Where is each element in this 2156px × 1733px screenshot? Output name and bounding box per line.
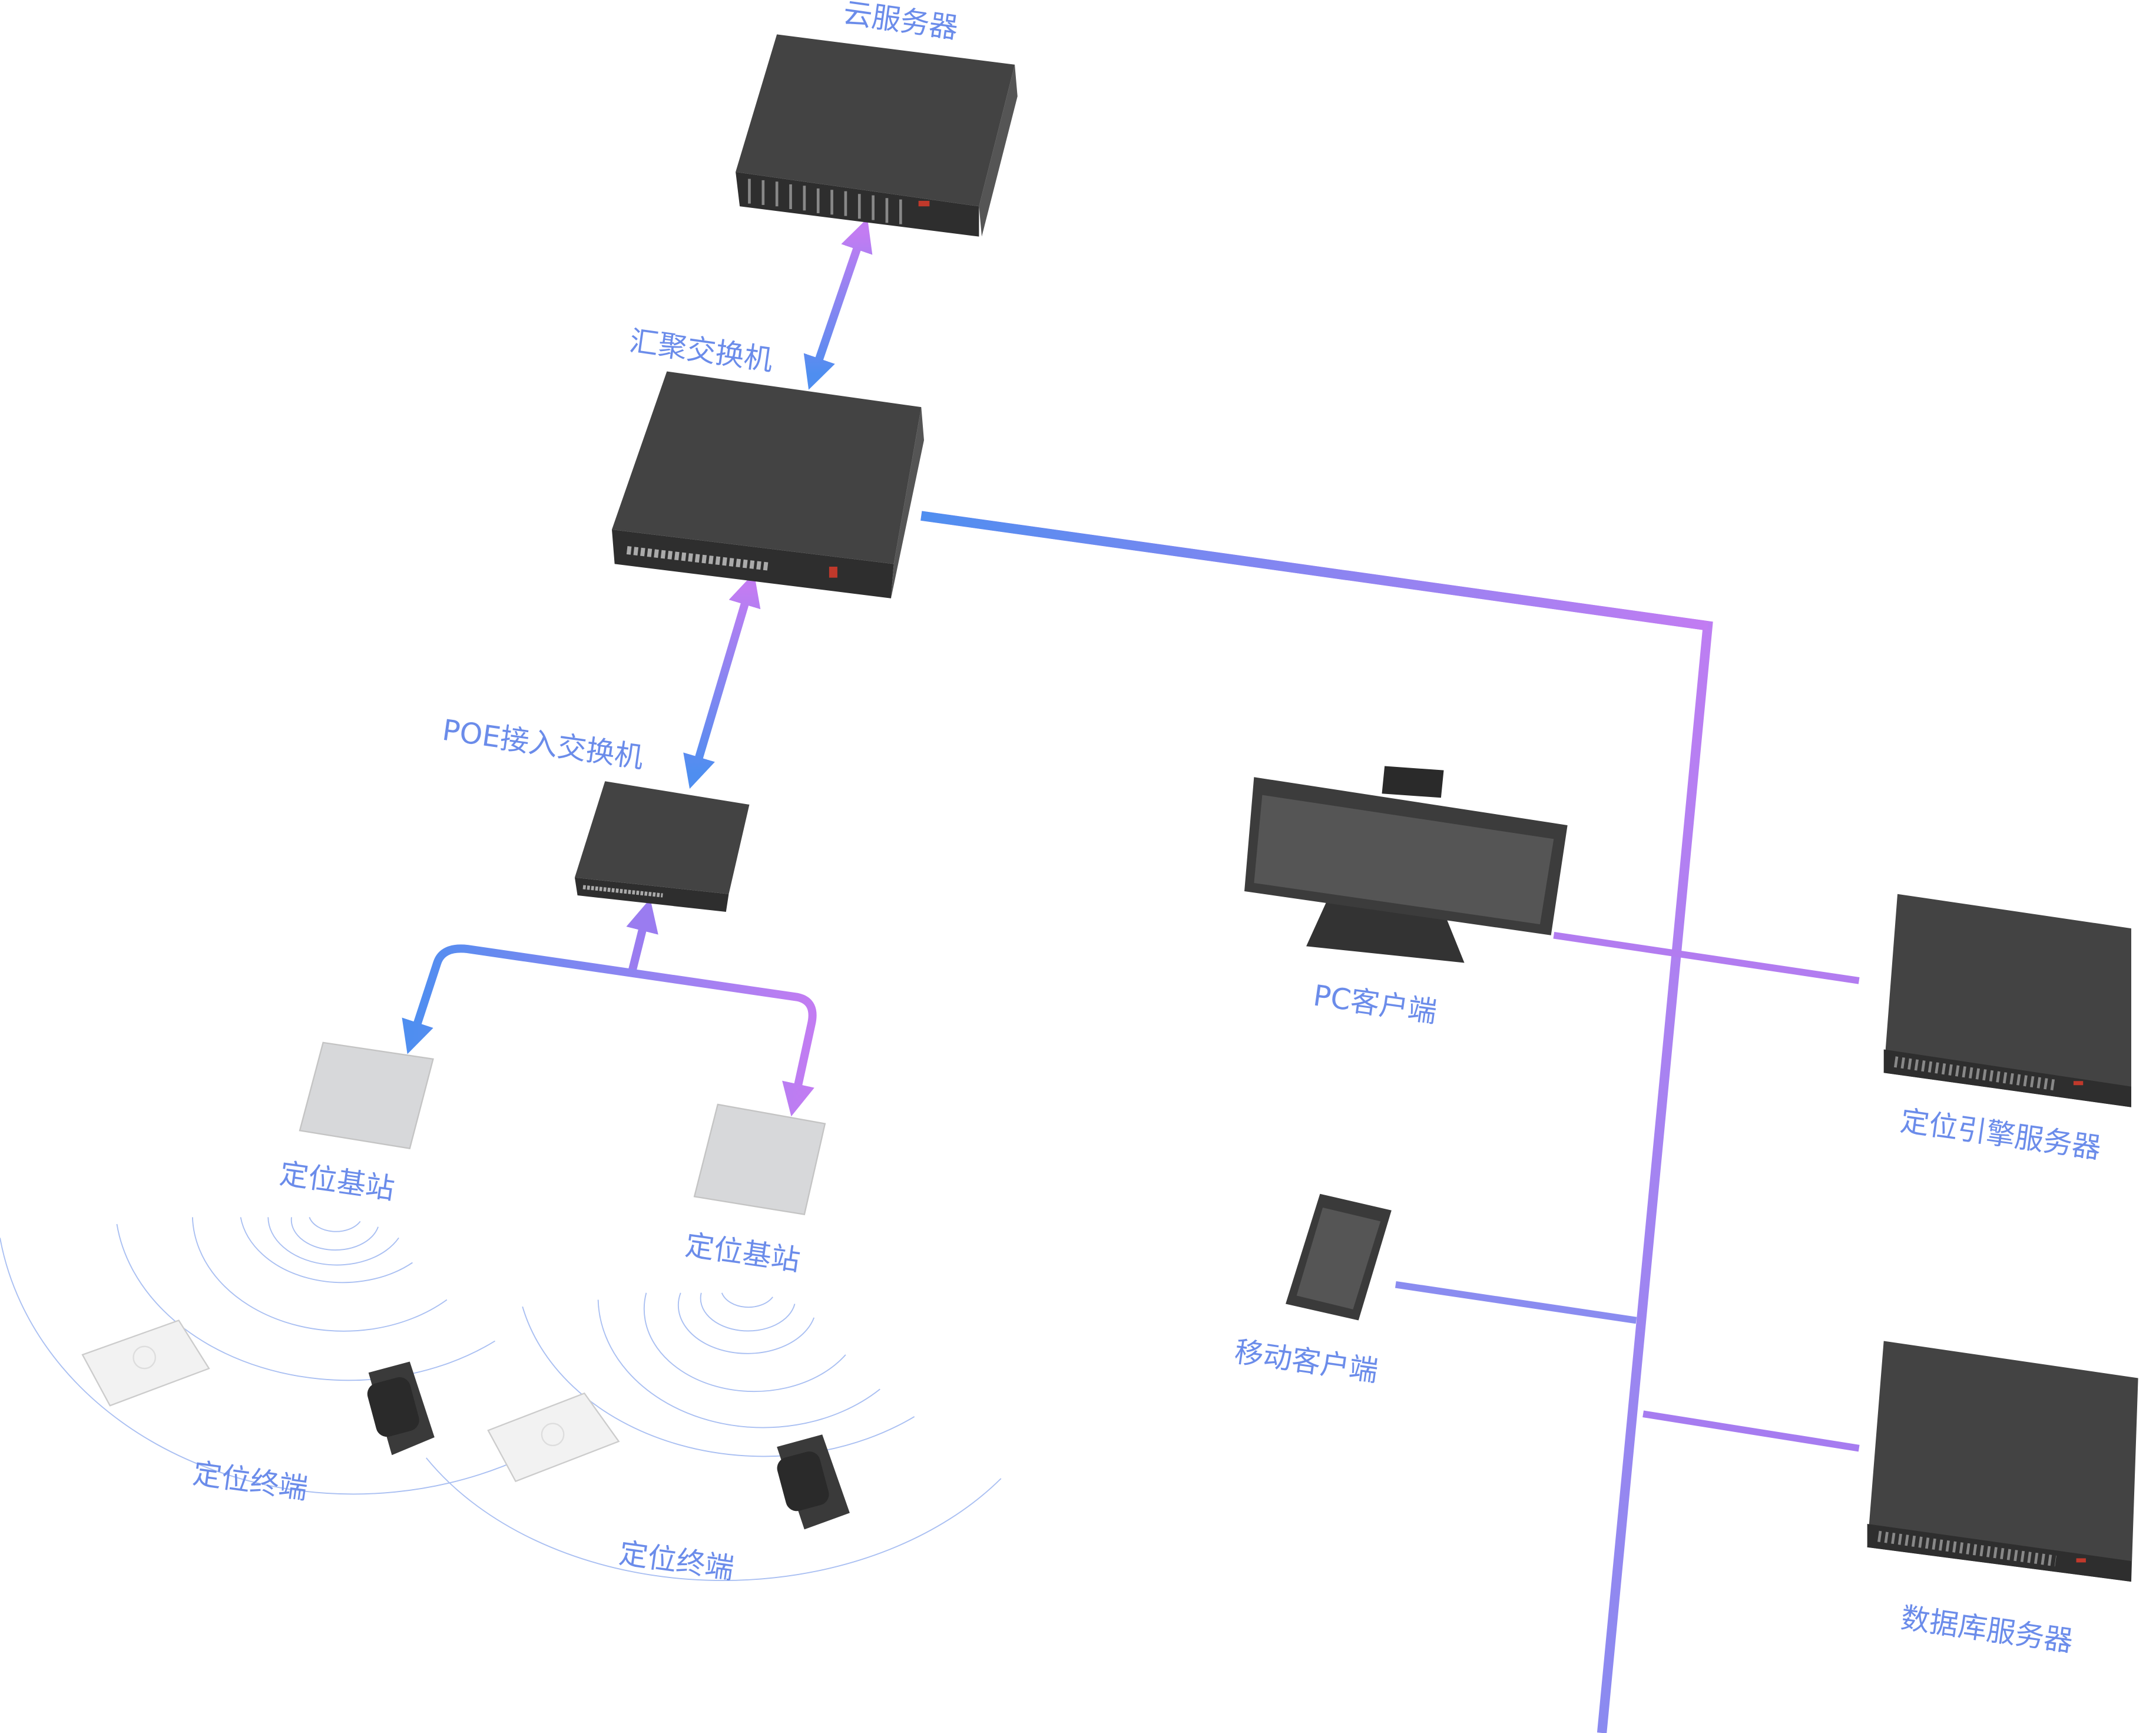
base-station-2-label: 定位基站 (683, 1228, 802, 1278)
pc-client-label: PC客户端 (1311, 978, 1439, 1029)
terminal-1-label: 定位终端 (191, 1456, 310, 1506)
pc-engine-link (1553, 931, 1860, 984)
db-link (1642, 1410, 1860, 1452)
engine-server (1883, 894, 2131, 1107)
aggregation-switch-label: 汇聚交换机 (627, 323, 775, 378)
base-station-1 (299, 1041, 434, 1149)
database-server (1867, 1341, 2138, 1582)
locator-tag-1 (81, 1319, 210, 1407)
cloud-server-label: 云服务器 (841, 0, 960, 45)
smart-watch-1 (367, 1361, 435, 1456)
bus-agg-link (920, 511, 1708, 631)
poe-switch (574, 781, 750, 912)
base-station-2 (693, 1103, 826, 1216)
network-bus (920, 511, 1860, 1733)
poe-branch-arrows (402, 898, 817, 1117)
mobile-client-label: 移动客户端 (1233, 1334, 1380, 1388)
engine-server-label: 定位引擎服务器 (1898, 1103, 2103, 1165)
signal-waves-2 (426, 1292, 1002, 1581)
bus-main-line (920, 511, 1713, 1733)
pc-client-monitor (1244, 766, 1568, 963)
base-station-1-label: 定位基站 (277, 1156, 396, 1206)
mobile-client-phone (1286, 1193, 1392, 1321)
mobile-link (1395, 1281, 1637, 1324)
aggregation-switch (611, 371, 924, 598)
agg-poe-arrow (683, 573, 761, 789)
smart-watch-2 (777, 1434, 850, 1530)
poe-switch-label: POE接入交换机 (441, 713, 646, 775)
cloud-server (736, 34, 1018, 237)
locator-tag-2 (487, 1392, 620, 1483)
db-server-label: 数据库服务器 (1899, 1600, 2075, 1658)
cloud-agg-arrow (803, 218, 873, 390)
